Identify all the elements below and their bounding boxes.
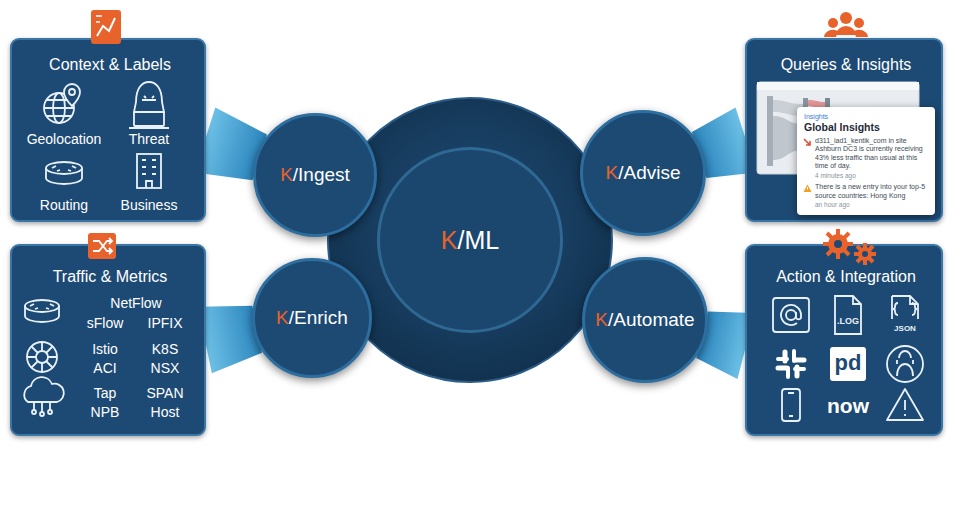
item-label: NPB — [91, 404, 120, 420]
circle-label: K/Enrich — [276, 307, 348, 329]
circle-label: K/ML — [441, 226, 499, 255]
item-label: .LOG — [837, 316, 859, 326]
insight-text: d311_iad1_kentik_com in site Ashburn DC3… — [804, 137, 928, 171]
insight-text: an hour ago — [804, 201, 928, 209]
item-label: now — [827, 394, 869, 418]
panel-heading: Traffic & Metrics — [53, 268, 168, 286]
advise-circle: K/Advise — [580, 110, 706, 236]
item-label: Istio — [92, 341, 118, 357]
circle-label: K/Automate — [595, 309, 694, 331]
item-label: Geolocation — [27, 131, 102, 147]
warning-icon — [803, 184, 812, 193]
panel-heading: Context & Labels — [49, 56, 171, 74]
ingest-circle: K/Ingest — [253, 113, 377, 237]
item-label: IPFIX — [147, 315, 182, 331]
item-label: Host — [151, 404, 180, 420]
item-label: pd — [835, 350, 862, 376]
automate-circle: K/Automate — [582, 257, 708, 383]
item-label: K8S — [152, 341, 178, 357]
item-label: Tap — [94, 385, 117, 401]
traffic-panel: Traffic & MetricsNetFlow sFlow IPFIX Istio K… — [10, 244, 206, 436]
item-label: ACI — [93, 360, 116, 376]
card-heading: Global Insights — [804, 121, 928, 134]
item-label: JSON — [894, 324, 916, 333]
item-label: SPAN — [146, 385, 183, 401]
context-panel: Context & LabelsGeolocation ThreatRouting… — [10, 38, 206, 222]
enrich-circle: K/Enrich — [252, 258, 372, 378]
insights-panel: Queries & Insights InsightsGlobal Insigh… — [745, 38, 943, 222]
item-label: Routing — [40, 197, 88, 213]
item-label: Business — [121, 197, 178, 213]
item-label: Threat — [129, 131, 169, 147]
panel-heading: Queries & Insights — [781, 56, 912, 74]
trend-arrow — [803, 138, 812, 147]
ml-circle: K/ML — [327, 97, 613, 383]
item-label: sFlow — [87, 315, 124, 331]
circle-label: K/Advise — [606, 162, 681, 184]
action-panel: Action & Integration .LOG JSON pd now — [745, 244, 943, 436]
card-heading: Insights — [804, 113, 928, 121]
circle-label: K/Ingest — [280, 164, 350, 186]
panel-heading: Action & Integration — [776, 268, 916, 286]
insight-card: InsightsGlobal Insights d311_iad1_kentik_… — [797, 107, 935, 215]
insight-text: There is a new entry into your top-5 sou… — [804, 183, 928, 200]
item-label: NSX — [151, 360, 180, 376]
item-label: NetFlow — [110, 295, 161, 311]
insight-text: 4 minutes ago — [804, 172, 928, 180]
